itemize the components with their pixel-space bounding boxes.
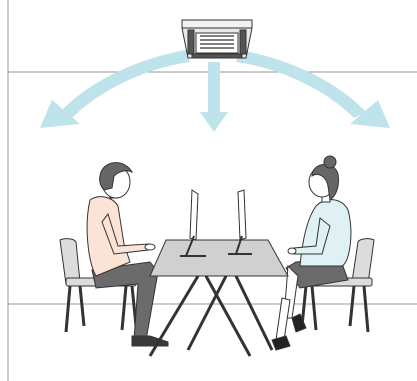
woman-seated <box>272 156 351 350</box>
table <box>150 240 288 356</box>
table-top <box>150 240 288 276</box>
woman-shoe-1 <box>272 336 290 350</box>
airflow-arrow-left <box>60 50 190 118</box>
man-seated <box>87 163 168 346</box>
airflow-arrows <box>40 50 390 132</box>
airflow-arrow-right <box>236 50 366 118</box>
woman-hair-bun <box>324 156 336 168</box>
airflow-arrowhead-down <box>200 112 228 132</box>
airflow-arrow-down <box>208 62 220 114</box>
ceiling-ac-unit <box>182 20 252 58</box>
